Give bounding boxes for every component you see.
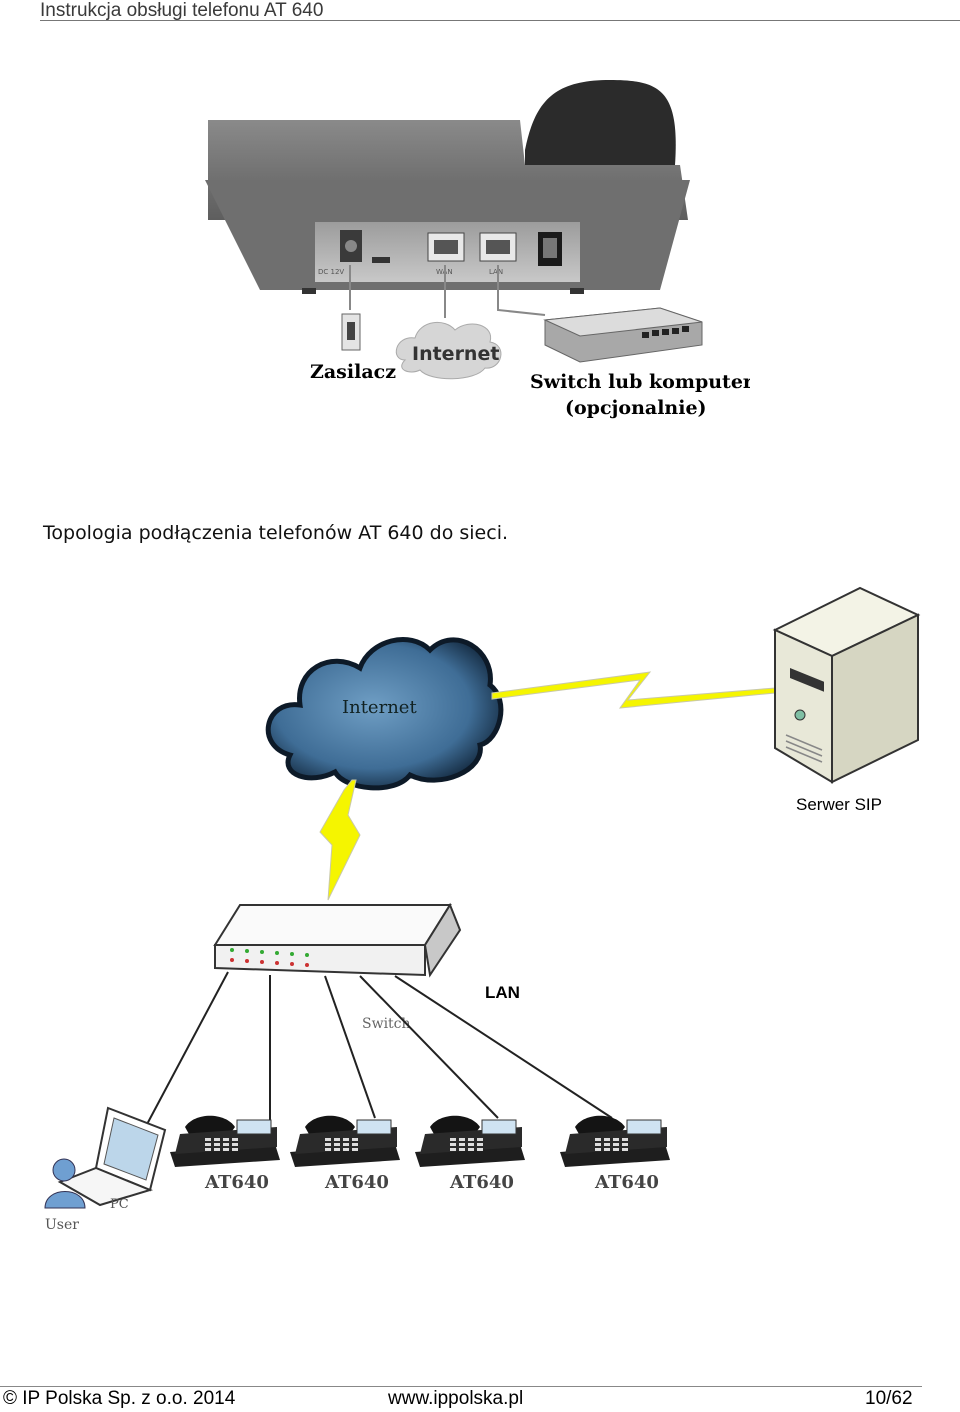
- lan-port-label: LAN: [489, 268, 503, 276]
- user-icon: [44, 1158, 86, 1209]
- topology-figure: Internet Serwer SIP LAN Switch: [44, 586, 921, 1233]
- footer-website: www.ippolska.pl: [388, 1388, 524, 1409]
- lightning-server-link: [491, 671, 776, 709]
- figure-caption: Topologia podłączenia telefonów AT 640 d…: [43, 522, 509, 544]
- pc-label: PC: [110, 1197, 129, 1212]
- switch-label-line2: (opcjonalnie): [565, 397, 707, 419]
- phone-model-label: AT640: [204, 1172, 269, 1193]
- handset-shape: [525, 80, 676, 165]
- at640-phone-icon: [170, 1115, 280, 1167]
- switch-label: Switch: [362, 1016, 411, 1032]
- lan-label: LAN: [485, 983, 520, 1002]
- footer-rule: [0, 1386, 922, 1387]
- reset-port: [372, 257, 390, 263]
- at640-phone-icon: [415, 1115, 525, 1167]
- lan-cables: [144, 971, 613, 1129]
- phone-back-figure: DC 12V WAN LAN Internet Zasilacz Switch …: [205, 80, 750, 419]
- pc-laptop-icon: [57, 1106, 167, 1207]
- user-label: User: [45, 1217, 79, 1233]
- cloud-internet-label: Internet: [342, 697, 417, 718]
- at640-phone-icon: [290, 1115, 400, 1167]
- footer-copyright: © IP Polska Sp. z o.o. 2014: [3, 1388, 236, 1409]
- phone-model-label: AT640: [324, 1172, 389, 1193]
- footer-page-number: 10/62: [865, 1388, 913, 1409]
- dc-port-label: DC 12V: [318, 268, 344, 276]
- internet-label: Internet: [412, 343, 499, 365]
- lan-switch-icon: [213, 902, 462, 978]
- lightning-switch-link: [319, 779, 361, 901]
- server-label: Serwer SIP: [796, 795, 882, 814]
- header-rule: [40, 20, 960, 21]
- switch-label-line1: Switch lub komputer: [530, 371, 750, 393]
- phone-model-label: AT640: [594, 1172, 659, 1193]
- phone-model-label: AT640: [449, 1172, 514, 1193]
- psu-label: Zasilacz: [310, 361, 396, 383]
- sip-server-icon: [772, 586, 921, 784]
- header-title: Instrukcja obsługi telefonu AT 640: [40, 0, 324, 21]
- internet-cloud-icon: [395, 322, 502, 380]
- internet-cloud: [265, 637, 504, 791]
- at640-phone-icon: [560, 1115, 670, 1167]
